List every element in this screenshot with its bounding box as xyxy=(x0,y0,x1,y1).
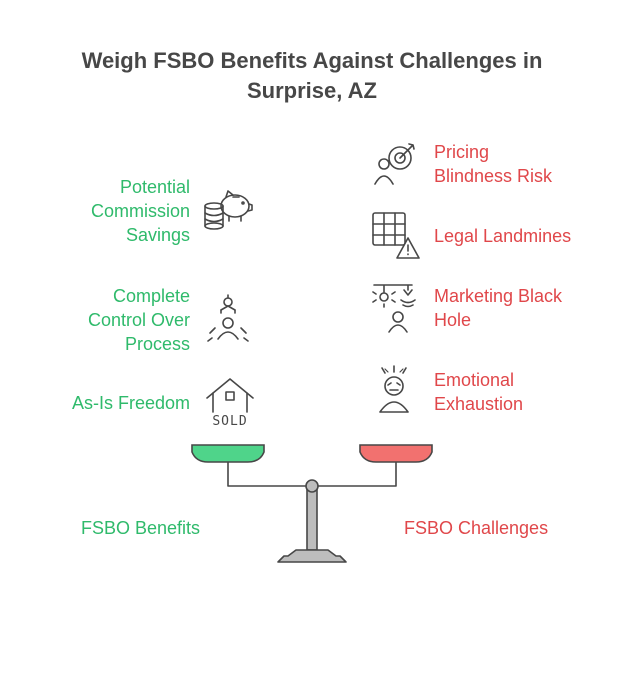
challenge-pan xyxy=(359,444,433,463)
benefits-footer-label: FSBO Benefits xyxy=(81,518,201,538)
benefit-complete-control: Complete Control Over Process xyxy=(87,286,190,354)
title-line-2: Surprise, AZ xyxy=(247,78,377,103)
benefit-as-is-freedom: As-Is Freedom xyxy=(71,393,190,413)
page-title: Weigh FSBO Benefits Against Challenges i… xyxy=(0,46,624,106)
scale-pillar xyxy=(306,485,318,551)
puppet-control-icon xyxy=(207,294,249,342)
broadcast-person-icon xyxy=(372,284,416,333)
challenge-pricing-blindness: Pricing Blindness Risk xyxy=(434,142,553,186)
sold-house-icon: SOLD xyxy=(206,378,254,428)
scale-base xyxy=(277,549,347,563)
stressed-person-icon xyxy=(379,365,409,413)
challenge-emotional-exhaustion: Emotional Exhaustion xyxy=(434,370,524,414)
svg-text:SOLD: SOLD xyxy=(212,414,247,428)
scale-pivot xyxy=(305,479,319,493)
challenge-marketing-black-hole: Marketing Black Hole xyxy=(434,286,563,330)
challenges-footer-label: FSBO Challenges xyxy=(404,518,549,538)
grid-warning-icon xyxy=(372,212,420,259)
piggy-bank-coins-icon xyxy=(204,190,253,230)
challenge-legal-landmines: Legal Landmines xyxy=(434,226,572,246)
target-person-icon xyxy=(374,143,415,185)
benefit-commission-savings: Potential Commission Savings xyxy=(90,177,190,245)
title-line-1: Weigh FSBO Benefits Against Challenges i… xyxy=(81,48,543,73)
benefit-pan xyxy=(191,444,265,463)
